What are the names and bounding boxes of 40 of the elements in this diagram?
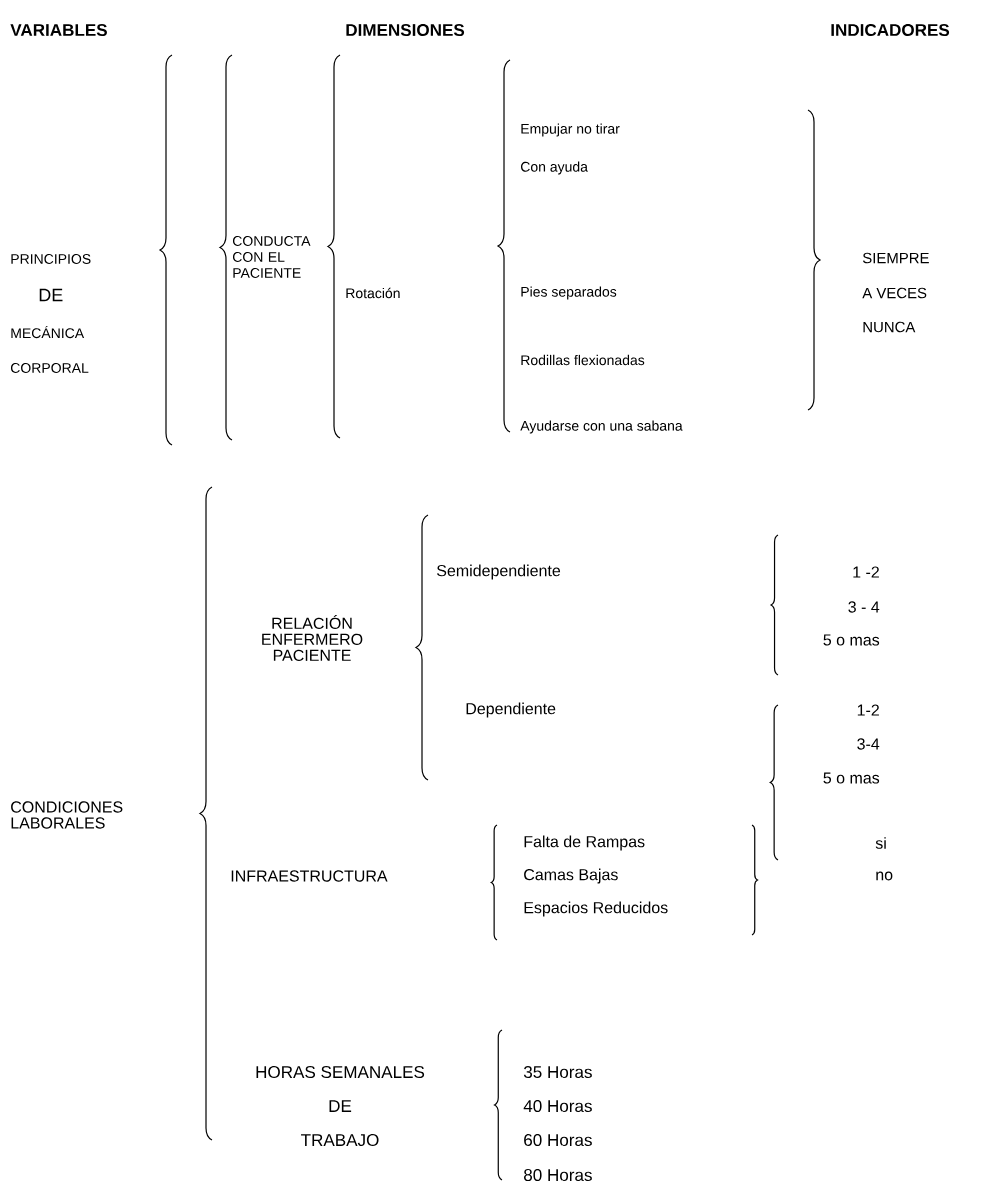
column-heading: VARIABLES [10, 23, 107, 37]
item-label: Empujar no tirar [521, 123, 620, 137]
variable-label: PRINCIPIOS [11, 254, 91, 264]
column-heading: DIMENSIONES [346, 23, 465, 37]
dimension-label: Rotación [346, 287, 400, 299]
item-label: Camas Bajas [524, 868, 618, 884]
item-label: 35 Horas [523, 1065, 592, 1079]
indicator-label: A VECES [862, 287, 927, 299]
indicator-label: SIEMPRE [862, 252, 929, 264]
item-label: Ayudarse con una sabana [520, 420, 683, 434]
item-label: Dependiente [466, 702, 556, 718]
variable-label: CONDICIONES LABORALES [11, 801, 123, 829]
item-label: Falta de Rampas [524, 835, 645, 851]
indicator-label: 3 - 4 [848, 601, 880, 613]
indicator-label: 3-4 [857, 738, 880, 750]
item-label: 80 Horas [524, 1168, 592, 1182]
indicator-label: 1-2 [857, 704, 879, 716]
indicator-label: NUNCA [863, 321, 916, 333]
indicator-label: 5 o mas [823, 634, 880, 646]
item-label: Semidependiente [437, 564, 561, 580]
item-label: 60 Horas [524, 1133, 592, 1147]
item-label: Con ayuda [521, 161, 588, 175]
column-heading: INDICADORES [831, 23, 950, 37]
item-label: Pies separados [521, 286, 617, 300]
variable-label: MECÁNICA [11, 325, 85, 339]
item-label: 40 Horas [523, 1099, 592, 1113]
indicator-label: si [875, 837, 886, 849]
indicator-label: no [876, 871, 893, 881]
dimension-label: RELACIÓN ENFERMERO PACIENTE [262, 615, 363, 661]
variable-label: DE [39, 288, 63, 302]
variable-label: CORPORAL [11, 363, 89, 373]
dimension-label: INFRAESTRUCTURA [231, 870, 388, 882]
dimension-label: HORAS SEMANALES [256, 1065, 425, 1079]
item-label: Espacios Reducidos [524, 901, 668, 917]
dimension-label: TRABAJO [301, 1133, 379, 1147]
dimension-label: CONDUCTA CON EL PACIENTE [233, 236, 311, 278]
indicator-label: 5 o mas [823, 772, 880, 784]
item-label: Rodillas flexionadas [521, 354, 645, 366]
dimension-label: DE [329, 1100, 352, 1112]
indicator-label: 1 -2 [853, 566, 879, 578]
